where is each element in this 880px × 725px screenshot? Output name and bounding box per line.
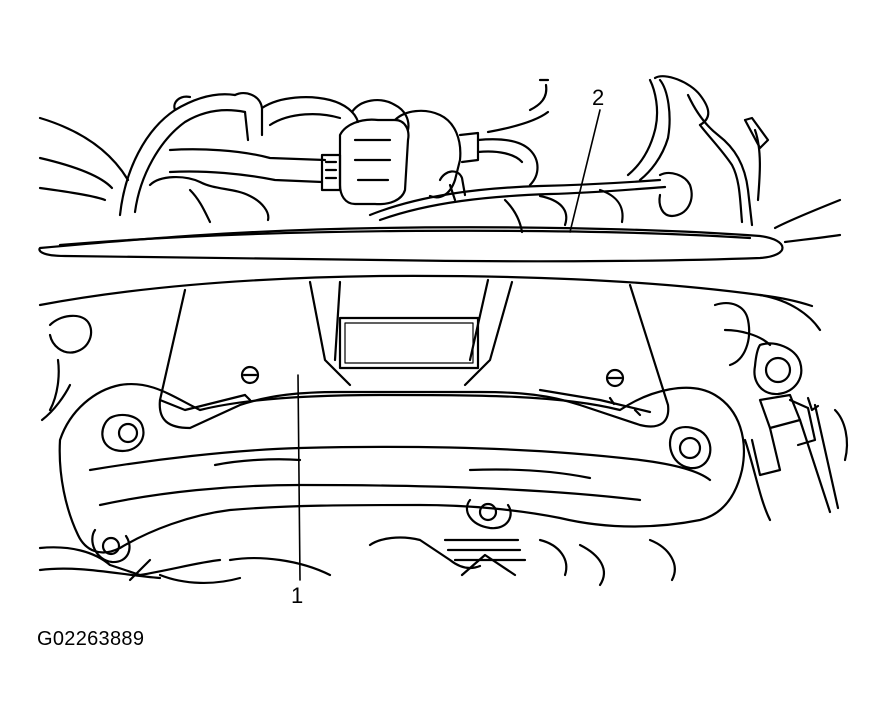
callout-label-1: 1	[291, 583, 304, 608]
leader-line-2	[569, 109, 601, 233]
leader-line-1	[297, 374, 301, 581]
leader-lines	[297, 109, 601, 581]
lower-engine-components	[128, 536, 676, 587]
intake-manifold	[38, 278, 745, 580]
upper-brace-bar	[38, 226, 784, 263]
callout-label-2: 2	[592, 85, 605, 110]
figure-identifier: G02263889	[37, 628, 145, 650]
upper-engine-components	[38, 75, 842, 244]
lower-rail	[38, 274, 822, 332]
throttle-body-assembly	[713, 302, 849, 522]
